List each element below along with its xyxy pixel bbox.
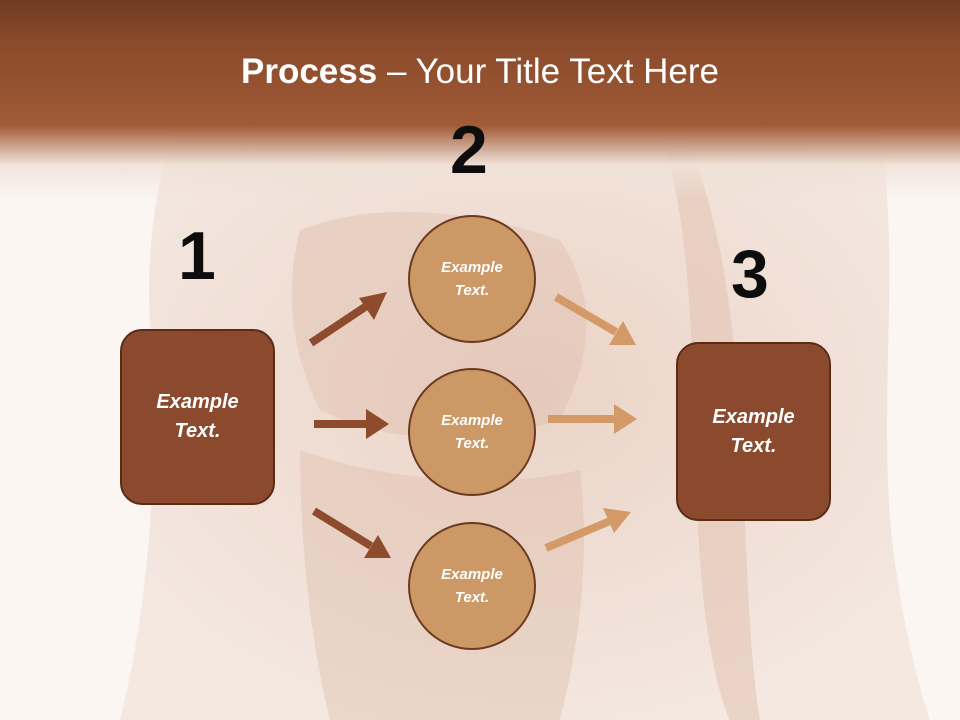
left-box: Example Text. (120, 329, 275, 505)
arrow-right-up (544, 508, 631, 552)
arrow-left-down (311, 507, 391, 558)
arrow-left-middle (314, 409, 389, 439)
right-box: Example Text. (676, 342, 831, 521)
circle-bottom: Example Text. (408, 522, 536, 650)
arrow-right-down (553, 293, 636, 345)
step-number-1: 1 (178, 218, 216, 294)
left-box-text: Example Text. (156, 391, 239, 442)
title-rest: – Your Title Text Here (377, 52, 719, 91)
slide-title: Process – Your Title Text Here (0, 52, 960, 92)
header-band (0, 0, 960, 200)
arrow-left-up (308, 292, 387, 347)
circle-middle-text: Example Text. (441, 412, 503, 452)
title-bold: Process (241, 52, 378, 91)
circle-top: Example Text. (408, 215, 536, 343)
circle-middle: Example Text. (408, 368, 536, 496)
step-number-2: 2 (450, 112, 488, 188)
arrow-right-middle (548, 404, 637, 434)
circle-top-text: Example Text. (441, 259, 503, 299)
step-number-3: 3 (731, 236, 769, 312)
right-box-text: Example Text. (712, 405, 795, 457)
circle-bottom-text: Example Text. (441, 566, 503, 606)
